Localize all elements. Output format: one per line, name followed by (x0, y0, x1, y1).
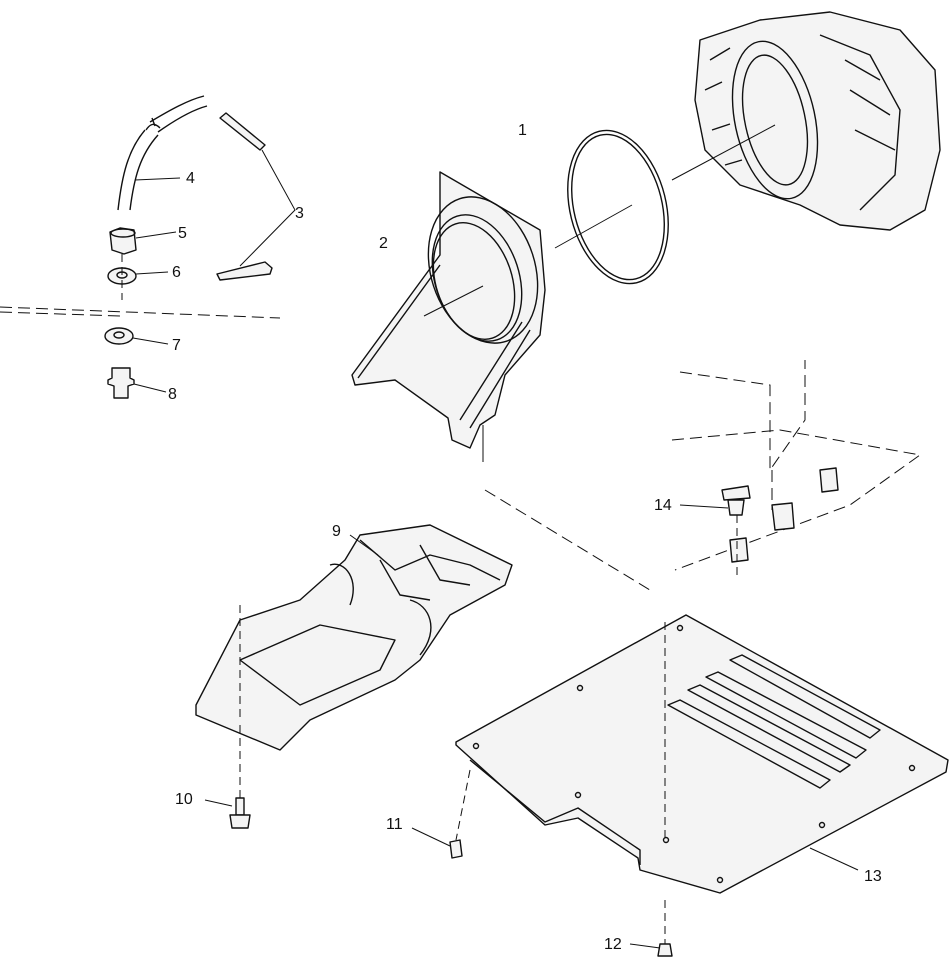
washer-lower (104, 327, 169, 345)
callout-2: 2 (379, 235, 388, 252)
callout-5: 5 (178, 225, 187, 242)
callout-7: 7 (172, 337, 181, 354)
callout-13: 13 (864, 868, 882, 885)
callout-12: 12 (604, 936, 622, 953)
pump-housing (694, 11, 941, 231)
callout-3: 3 (295, 205, 304, 222)
callout-6: 6 (172, 264, 181, 281)
washer-upper (107, 254, 169, 300)
callout-14: 14 (654, 497, 672, 514)
callout-9: 9 (332, 523, 341, 540)
intake-grate (195, 524, 513, 751)
fitting (107, 367, 167, 399)
callout-8: 8 (168, 386, 177, 403)
ride-plate (455, 614, 949, 894)
callout-1: 1 (518, 122, 527, 139)
adapter-plate (351, 171, 546, 462)
screw-12 (629, 900, 673, 957)
pins (216, 112, 296, 281)
nut (109, 227, 177, 255)
drain-plug (679, 485, 751, 575)
callout-4: 4 (186, 170, 195, 187)
hull-reference-lines (0, 306, 281, 319)
callout-11: 11 (386, 816, 403, 833)
hull-pump-well (484, 360, 922, 591)
screw-10 (204, 725, 251, 829)
o-ring (554, 124, 776, 285)
hose (117, 95, 208, 211)
callout-10: 10 (175, 791, 193, 808)
screw-11 (411, 769, 471, 859)
